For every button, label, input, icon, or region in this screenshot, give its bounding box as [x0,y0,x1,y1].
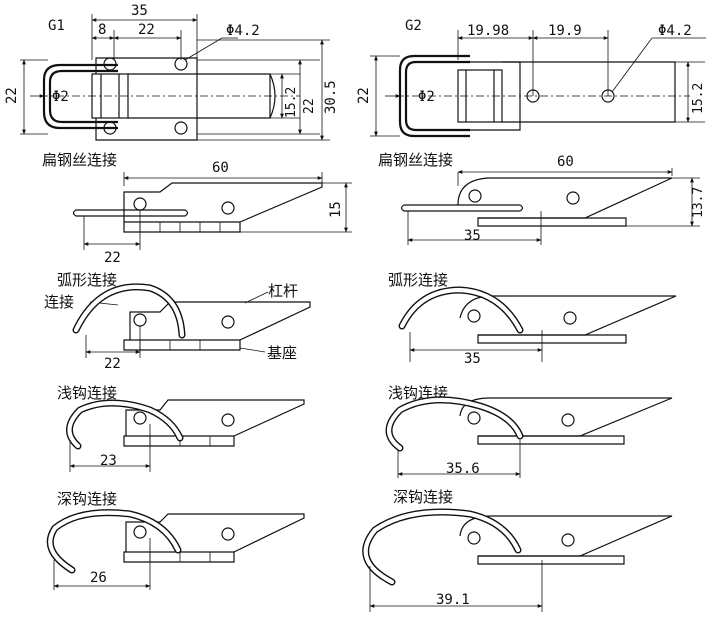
row4-left-title: 深钩连接 [57,490,117,508]
g2-dim-wire-2: Φ2 [418,89,435,105]
row1-right-len: 60 [557,154,574,170]
row3-left-title: 浅钩连接 [57,384,117,402]
g1-dim-22-top: 22 [138,22,155,38]
row2-left-reach: 22 [104,356,121,372]
row4-right-title: 深钩连接 [393,488,453,506]
row2-left-title: 弧形连接 [57,271,117,289]
row1-left-flat-wire: 扁钢丝连接 60 15 22 [42,151,352,266]
row3-right-reach: 35.6 [446,461,480,477]
g1-top-view: G1 35 8 22 Φ4.2 [4,3,339,141]
row2-left-subtitle: 连接 [44,293,74,311]
row4-left-deep-hook: 深钩连接 26 [46,490,305,590]
g1-dim-22-left: 22 [4,87,20,104]
row1-left-len: 60 [212,160,229,176]
g2-dim-22-left: 22 [356,87,372,104]
row3-right-shallow-hook: 浅钩连接 35.6 [385,384,673,478]
g1-dim-hole-4-2: Φ4.2 [226,23,260,39]
g1-label: G1 [48,18,65,34]
g1-dim-35: 35 [131,3,148,19]
row4-right-reach: 39.1 [436,592,470,608]
g2-dim-hole-4-2: Φ4.2 [658,23,692,39]
row2-left-base-label: 基座 [267,344,297,362]
row2-right-arc: 弧形连接 35 [388,271,677,367]
row4-left-reach: 26 [90,570,107,586]
g2-top-view: G2 19.98 19.9 Φ4.2 22 Φ2 [356,18,706,138]
row4-right-deep-hook: 深钩连接 39.1 [362,488,673,612]
row1-right-title: 扁钢丝连接 [378,151,453,169]
g2-dim-15-2: 15.2 [691,83,706,114]
row2-right-title: 弧形连接 [388,271,448,289]
row3-left-reach: 23 [100,453,117,469]
g1-dim-30-5: 30.5 [323,80,339,114]
g2-label: G2 [405,18,422,34]
g1-dim-8: 8 [98,22,106,38]
g1-dim-22-right: 22 [302,98,317,114]
row1-left-title: 扁钢丝连接 [42,151,117,169]
g2-dim-19-9: 19.9 [548,23,582,39]
row3-left-shallow-hook: 浅钩连接 23 [57,384,305,472]
row1-right-flat-wire: 扁钢丝连接 60 13.7 35 [378,151,706,245]
g2-dim-19-98: 19.98 [467,23,509,39]
row1-left-height: 15 [328,201,344,218]
g1-dim-15-2: 15.2 [284,87,299,118]
row2-left-lever-label: 杠杆 [268,282,298,300]
row2-left-arc: 弧形连接 连接 杠杆 基座 22 [44,271,311,372]
row1-right-reach: 35 [464,228,481,244]
g1-dim-wire-2: Φ2 [52,89,69,105]
row1-right-height: 13.7 [691,187,706,218]
row2-right-reach: 35 [464,351,481,367]
row1-left-reach: 22 [104,250,121,266]
